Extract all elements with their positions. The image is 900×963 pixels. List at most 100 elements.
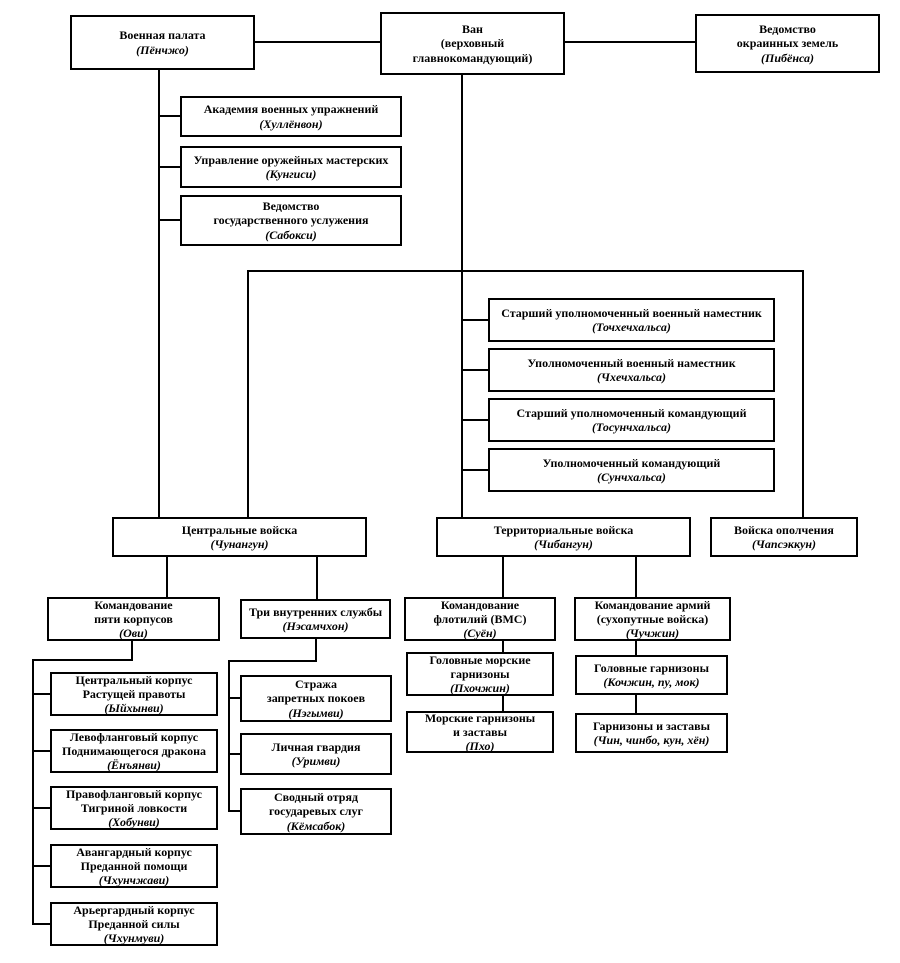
node-translit: (Нэгымви)	[288, 705, 344, 720]
connector	[802, 270, 804, 517]
node-title: Гарнизоны и заставы	[592, 718, 711, 733]
node-translit: (Чучжин)	[625, 626, 680, 641]
connector	[502, 696, 504, 711]
node-translit: (Чхечхальса)	[597, 370, 666, 384]
node-translit: (Чибангун)	[534, 537, 593, 551]
node-title: Три внутренних службы	[248, 604, 383, 619]
node-five-corps-command: Командование пяти корпусов (Ови)	[47, 597, 220, 641]
connector	[247, 270, 249, 517]
connector	[32, 923, 50, 925]
connector	[32, 750, 50, 752]
connector	[158, 70, 160, 517]
connector	[158, 166, 180, 168]
node-militia-troops: Войска ополчения (Чапсэккун)	[710, 517, 858, 557]
connector	[32, 865, 50, 867]
connector	[228, 753, 240, 755]
connector	[461, 469, 488, 471]
connector	[228, 660, 317, 662]
node-translit: (Чхунчжави)	[98, 873, 170, 888]
node-translit: (Пхо)	[465, 739, 495, 754]
node-translit: (Суён)	[463, 626, 497, 641]
node-title: Старший уполномоченный командующий	[516, 405, 747, 420]
node-naval-garrisons: Морские гарнизоны и заставы (Пхо)	[406, 711, 554, 753]
node-army-command: Командование армий (сухопутные войска) (…	[574, 597, 731, 641]
node-translit: (Чхунмуви)	[103, 931, 165, 946]
connector	[635, 641, 637, 655]
connector	[461, 75, 463, 517]
connector	[228, 697, 240, 699]
node-title: Арьергардный корпус Преданной силы	[73, 902, 195, 931]
connector	[32, 659, 133, 661]
node-main-garrisons: Головные гарнизоны (Кочжин, пу, мок)	[575, 655, 728, 695]
node-title: Центральный корпус Растущей правоты	[75, 672, 193, 701]
connector	[32, 807, 50, 809]
node-title: Управление оружейных мастерских	[193, 152, 389, 167]
node-commander: Уполномоченный командующий (Сунчхальса)	[488, 448, 775, 492]
node-armory: Управление оружейных мастерских (Кунгиси…	[180, 146, 402, 188]
node-title: Головные гарнизоны	[594, 660, 709, 675]
node-servants-unit: Сводный отряд государевых слуг (Кёмсабок…	[240, 788, 392, 835]
node-translit: (Кунгиси)	[265, 167, 317, 181]
connector	[565, 41, 695, 43]
node-corps-rearguard: Арьергардный корпус Преданной силы (Чхун…	[50, 902, 218, 946]
node-territorial-troops: Территориальные войска (Чибангун)	[436, 517, 691, 557]
node-translit: (Сунчхальса)	[597, 470, 666, 484]
node-main-naval-garrisons: Головные морские гарнизоны (Пхочжин)	[406, 652, 554, 696]
node-translit: (Тосунчхальса)	[592, 420, 671, 434]
node-translit: (Хобунви)	[108, 815, 160, 830]
node-senior-military-governor: Старший уполномоченный военный наместник…	[488, 298, 775, 342]
node-title: Стража запретных покоев	[266, 677, 366, 706]
node-corps-left-flank: Левофланговый корпус Поднимающегося драк…	[50, 729, 218, 773]
node-title: Войска ополчения	[734, 522, 834, 537]
node-translit: (Пибёнса)	[761, 50, 814, 65]
node-title: Головные морские гарнизоны	[429, 652, 531, 681]
node-translit: (Ови)	[119, 626, 148, 641]
node-corps-central: Центральный корпус Растущей правоты (Ыйх…	[50, 672, 218, 716]
node-title: Авангардный корпус Преданной помощи	[76, 844, 192, 873]
node-central-troops: Центральные войска (Чунангун)	[112, 517, 367, 557]
node-translit: (Пхочжин)	[450, 681, 510, 696]
connector	[131, 641, 133, 661]
node-translit: (Сабокси)	[265, 227, 317, 242]
connector	[315, 639, 317, 662]
node-title: Правофланговый корпус Тигриной ловкости	[66, 786, 202, 815]
node-title: Академия военных упражнений	[203, 102, 379, 117]
node-border-office: Ведомство окраинных земель (Пибёнса)	[695, 14, 880, 73]
node-title: Командование пяти корпусов	[94, 597, 173, 626]
node-title: Командование флотилий (ВМС)	[433, 597, 527, 626]
node-wang: Ван (верховный главнокомандующий)	[380, 12, 565, 75]
connector	[166, 557, 168, 597]
node-title: Левофланговый корпус Поднимающегося драк…	[62, 729, 206, 758]
node-forbidden-guard: Стража запретных покоев (Нэгымви)	[240, 675, 392, 722]
node-title: Ван (верховный главнокомандующий)	[412, 22, 533, 65]
node-war-ministry: Военная палата (Пёнчжо)	[70, 15, 255, 70]
connector	[228, 660, 230, 812]
connector	[158, 219, 180, 221]
connector	[502, 641, 504, 652]
connector	[502, 557, 504, 597]
connector	[158, 115, 180, 117]
connector	[247, 270, 804, 272]
node-title: Центральные войска	[181, 522, 298, 537]
connector	[461, 419, 488, 421]
node-translit: (Ёнъянви)	[107, 758, 161, 773]
node-corps-vanguard: Авангардный корпус Преданной помощи (Чху…	[50, 844, 218, 888]
connector	[461, 369, 488, 371]
node-title: Территориальные войска	[493, 522, 634, 537]
connector	[32, 693, 50, 695]
node-translit: (Ыйхынви)	[104, 701, 164, 716]
node-translit: (Чунангун)	[210, 537, 269, 551]
node-title: Ведомство окраинных земель	[736, 22, 839, 51]
node-title: Старший уполномоченный военный наместник	[501, 305, 762, 320]
node-corps-right-flank: Правофланговый корпус Тигриной ловкости …	[50, 786, 218, 830]
node-title: Военная палата	[119, 28, 206, 43]
node-state-service: Ведомство государственного услужения (Са…	[180, 195, 402, 246]
node-title: Ведомство государственного услужения	[213, 199, 369, 228]
node-three-services: Три внутренних службы (Нэсамчхон)	[240, 599, 391, 639]
connector	[461, 319, 488, 321]
node-title: Морские гарнизоны и заставы	[424, 710, 536, 739]
node-translit: (Точхечхальса)	[592, 320, 671, 334]
node-translit: (Нэсамчхон)	[282, 619, 349, 633]
connector	[316, 557, 318, 599]
